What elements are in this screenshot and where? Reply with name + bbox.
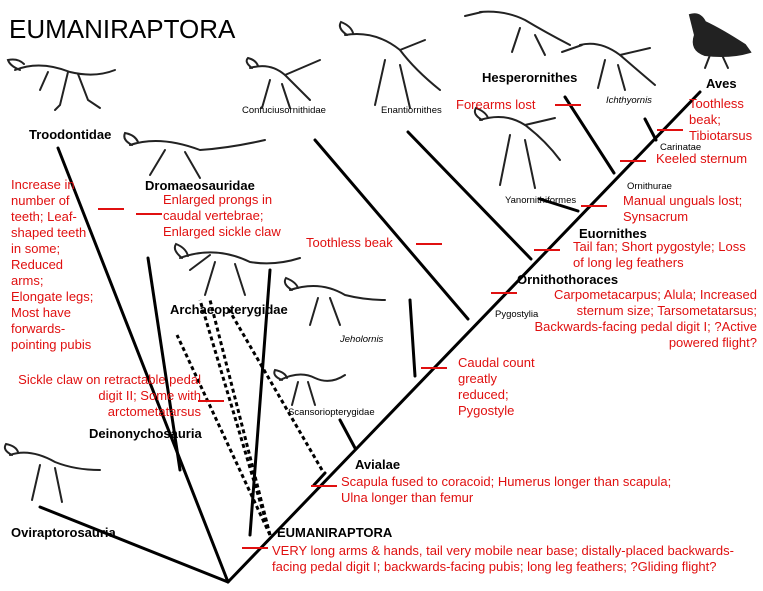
- enantiornithine-skeleton-icon: [338, 20, 441, 109]
- yanornis-skeleton-icon: [473, 106, 561, 189]
- trait-dromaeosauridae: Enlarged prongs in caudal vertebrae; Enl…: [163, 192, 281, 239]
- clade-eumaniraptora: EUMANIRAPTORA: [277, 525, 393, 540]
- clade-oviraptorosauria: Oviraptorosauria: [11, 525, 116, 540]
- taxon-ornithurae: Ornithurae: [627, 181, 672, 192]
- scansoriopterygid-skeleton-icon: [273, 368, 346, 406]
- confuciusornis-skeleton-icon: [245, 56, 321, 109]
- jeholornis-skeleton-icon: [283, 276, 386, 326]
- clade-deinonychosauria: Deinonychosauria: [89, 426, 202, 441]
- trait-pygostylia: Caudal count greatly reduced; Pygostyle: [458, 355, 535, 418]
- skeleton-illustrations: [3, 10, 752, 503]
- taxon-jeholornis: Jeholornis: [340, 334, 384, 345]
- trait-hesperornithes: Forearms lost: [456, 97, 536, 112]
- tree-branches: [38, 90, 702, 584]
- trait-carinatae: Keeled sternum: [656, 151, 748, 166]
- diagram-title: EUMANIRAPTORA: [9, 14, 236, 44]
- trait-confuciusornithidae: Toothless beak: [306, 235, 393, 250]
- trait-eumaniraptora: VERY long arms & hands, tail very mobile…: [272, 543, 734, 574]
- taxon-ichthyornis: Ichthyornis: [606, 95, 652, 106]
- trait-troodontidae: Increase in number of teeth; Leaf-shaped…: [11, 177, 94, 352]
- trait-deinonychosauria: Sickle claw on retractable pedal digit I…: [18, 372, 201, 419]
- archaeopteryx-skeleton-icon: [173, 242, 301, 296]
- trait-avialae: Scapula fused to coracoid; Humerus longe…: [341, 474, 672, 505]
- taxon-scansoriopterygidae: Scansoriopterygidae: [288, 407, 375, 418]
- ichthyornis-skeleton-icon: [561, 42, 656, 91]
- taxon-enantiornithes: Enantiornithes: [381, 105, 442, 116]
- archaeopteryx-uncertain-branches: [175, 299, 324, 536]
- taxon-carinatae: Carinatae: [660, 142, 702, 153]
- clade-aves: Aves: [706, 76, 737, 91]
- trait-ornithothoraces: Carpometacarpus; Alula; Increased sternu…: [534, 287, 757, 350]
- dromaeosaurid-skeleton-icon: [123, 131, 266, 179]
- taxon-pygostylia: Pygostylia: [495, 309, 539, 320]
- oviraptorosaur-skeleton-icon: [3, 442, 101, 503]
- clade-dromaeosauridae: Dromaeosauridae: [145, 178, 255, 193]
- clade-archaeopterygidae: Archaeopterygidae: [170, 302, 288, 317]
- troodontid-skeleton-icon: [6, 58, 116, 111]
- clade-avialae: Avialae: [355, 457, 401, 472]
- modern-bird-icon: [688, 13, 752, 69]
- taxon-yanornithiformes: Yanornithiformes: [505, 195, 577, 206]
- trait-aves: Toothless beak; Tibiotarsus: [689, 96, 753, 143]
- trait-ornithurae: Manual unguals lost; Synsacrum: [623, 193, 743, 224]
- clade-troodontidae: Troodontidae: [29, 127, 112, 142]
- trait-ticks: [98, 104, 683, 549]
- hesperornis-skeleton-icon: [464, 10, 571, 56]
- trait-euornithes: Tail fan; Short pygostyle; Loss of long …: [573, 239, 746, 270]
- clade-hesperornithes: Hesperornithes: [482, 70, 578, 85]
- clade-ornithothoraces: Ornithothoraces: [517, 272, 619, 287]
- taxon-confuciusornithidae: Confuciusornithidae: [242, 105, 326, 116]
- clade-euornithes: Euornithes: [579, 226, 647, 241]
